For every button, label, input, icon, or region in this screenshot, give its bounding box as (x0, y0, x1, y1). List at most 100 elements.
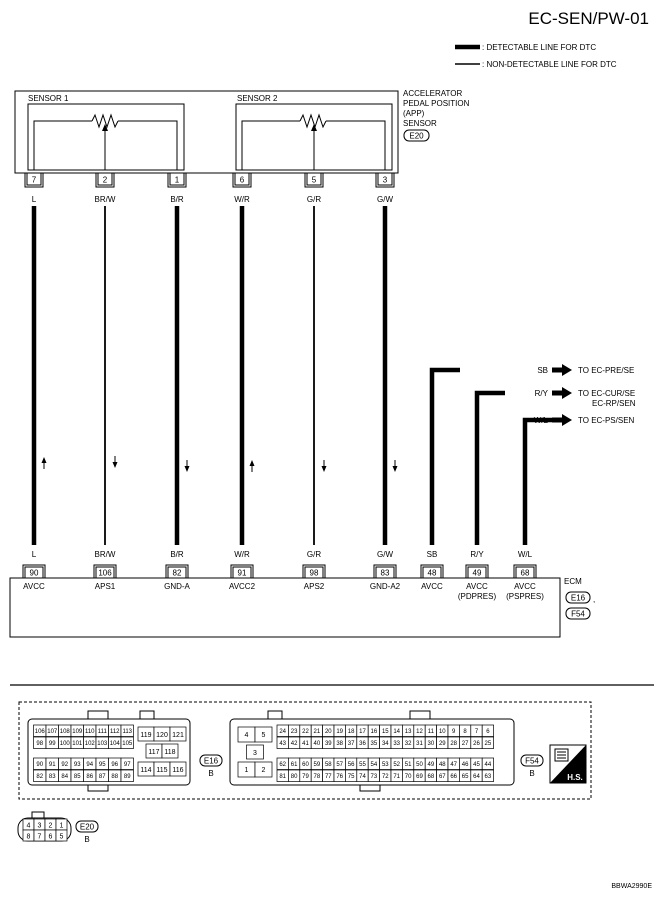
branch-destination-2: EC-RP/SEN (592, 399, 636, 408)
f54-pin: 33 (393, 741, 400, 747)
f54-pin: 47 (450, 762, 457, 768)
e16-pin: 106 (35, 729, 46, 735)
ecm-pin-number: 82 (173, 569, 182, 578)
f54-pin: 73 (371, 774, 378, 780)
e16-pin: 100 (60, 741, 71, 747)
ecm-pin-number: 68 (521, 569, 530, 578)
e16-pin: 98 (36, 741, 43, 747)
f54-pin: 62 (279, 762, 286, 768)
f54-pin: 50 (416, 762, 423, 768)
ecm-connector-text-2: F54 (571, 610, 585, 619)
f54-pin: 57 (336, 762, 343, 768)
f54-pin: 25 (485, 741, 492, 747)
e16-pin: 92 (61, 762, 68, 768)
e16-pin: 121 (172, 732, 184, 739)
ecm-pin-box (515, 566, 535, 579)
f54-pin: 61 (291, 762, 298, 768)
f54-pin: 45 (473, 762, 480, 768)
sensor-connector-badge (403, 129, 430, 142)
e16-pin: 101 (72, 741, 83, 747)
e16-pin: 97 (124, 762, 131, 768)
wire-color-bottom: L (32, 550, 37, 559)
e16-pin: 105 (122, 741, 133, 747)
f54-pin: 6 (486, 729, 490, 735)
f54-pin: 22 (302, 729, 309, 735)
e16-badge (199, 754, 223, 767)
wire-color-top: BR/W (95, 195, 116, 204)
f54-pin: 9 (452, 729, 456, 735)
f54-pin: 66 (450, 774, 457, 780)
wire-color-bottom: BR/W (95, 550, 116, 559)
legend-detectable-text: : DETECTABLE LINE FOR DTC (482, 43, 596, 52)
connector-views-frame (18, 701, 592, 800)
page-title: EC-SEN/PW-01 (528, 9, 649, 28)
e16-pin: 119 (140, 732, 151, 739)
e16-pin: 83 (49, 774, 56, 780)
wire-color-top: W/R (234, 195, 250, 204)
f54-pin: 16 (371, 729, 378, 735)
sensor-label-line-1: ACCELERATOR (403, 89, 462, 98)
sensor-pin-box (169, 172, 185, 186)
f54-pin: 67 (439, 774, 446, 780)
f54-pin: 1 (245, 767, 249, 774)
e16-pin: 117 (148, 749, 159, 756)
f54-cell (481, 769, 494, 782)
e16-pin: 112 (110, 729, 120, 735)
branch-color-bottom: SB (427, 550, 438, 559)
branch-wire-line (522, 417, 553, 545)
e16-pin: 107 (47, 729, 58, 735)
ecm-pin-label-2: (PSPRES) (506, 592, 544, 601)
branch-wire-color: SB (537, 366, 548, 375)
e20-pin: 5 (60, 834, 64, 841)
sensor-label-line-2: PEDAL POSITION (403, 99, 470, 108)
sensor-pin-number: 1 (175, 176, 180, 185)
ecm-pin-box (95, 566, 115, 579)
legend-non-detectable-text: : NON-DETECTABLE LINE FOR DTC (482, 60, 617, 69)
f54-pin: 2 (262, 767, 266, 774)
f54-pin: 59 (314, 762, 321, 768)
f54-pin: 46 (462, 762, 469, 768)
f54-pin: 23 (291, 729, 298, 735)
branch-color-bottom: R/Y (470, 550, 484, 559)
sensor-connector-text: E20 (409, 132, 424, 141)
f54-pin: 7 (475, 729, 479, 735)
wire-color-top: G/W (377, 195, 393, 204)
e16-pin: 93 (74, 762, 81, 768)
ecm-connector-text-1: E16 (571, 594, 586, 603)
f54-pin: 79 (302, 774, 309, 780)
f54-pin: 11 (428, 729, 435, 735)
f54-pin: 44 (485, 762, 492, 768)
e16-pin: 82 (36, 774, 43, 780)
f54-pin: 32 (405, 741, 412, 747)
f54-pin: 48 (439, 762, 446, 768)
f54-pin: 15 (382, 729, 389, 735)
f54-pin: 27 (462, 741, 469, 747)
f54-pin: 69 (416, 774, 423, 780)
f54-pin: 4 (245, 732, 249, 739)
sensor-pin-number: 3 (383, 176, 388, 185)
e16-pin: 102 (85, 741, 96, 747)
hs-badge: H.S. (549, 744, 587, 784)
wire-color-top: L (32, 195, 37, 204)
f54-pin: 41 (302, 741, 309, 747)
wire-color-top: B/R (170, 195, 184, 204)
e16-pin: 111 (98, 729, 108, 735)
f54-pin: 54 (371, 762, 378, 768)
f54-pin: 18 (348, 729, 355, 735)
ecm-pin-label: APS1 (95, 582, 116, 591)
f54-badge-sub: B (529, 769, 534, 778)
ecm-pin-box (467, 566, 487, 579)
sensor-pin-box (306, 172, 322, 186)
branch-wire-color: R/Y (535, 389, 549, 398)
sensor-pin-box (26, 172, 42, 186)
f54-cell (481, 736, 494, 749)
up-arrow-icon (41, 457, 47, 463)
hs-badge-icon (554, 748, 569, 762)
